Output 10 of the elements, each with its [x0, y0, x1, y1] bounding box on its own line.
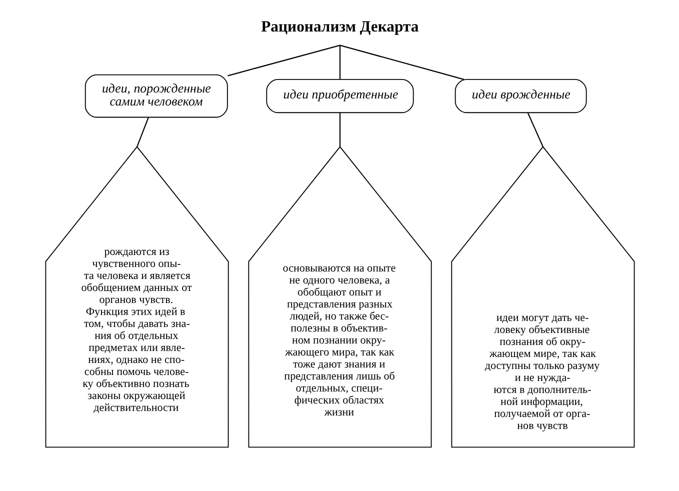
node-box: идеи приобретенные	[266, 78, 414, 114]
node-text: Рационализм Декарта	[260, 18, 418, 36]
connector	[227, 44, 340, 76]
node-box: идеи врожденные	[454, 78, 586, 114]
connector	[338, 45, 340, 80]
node-box: идеи, порожденные самим человеком	[84, 74, 228, 118]
connector	[338, 112, 340, 147]
connector	[339, 44, 464, 80]
connector	[526, 112, 543, 147]
connector	[136, 117, 148, 147]
